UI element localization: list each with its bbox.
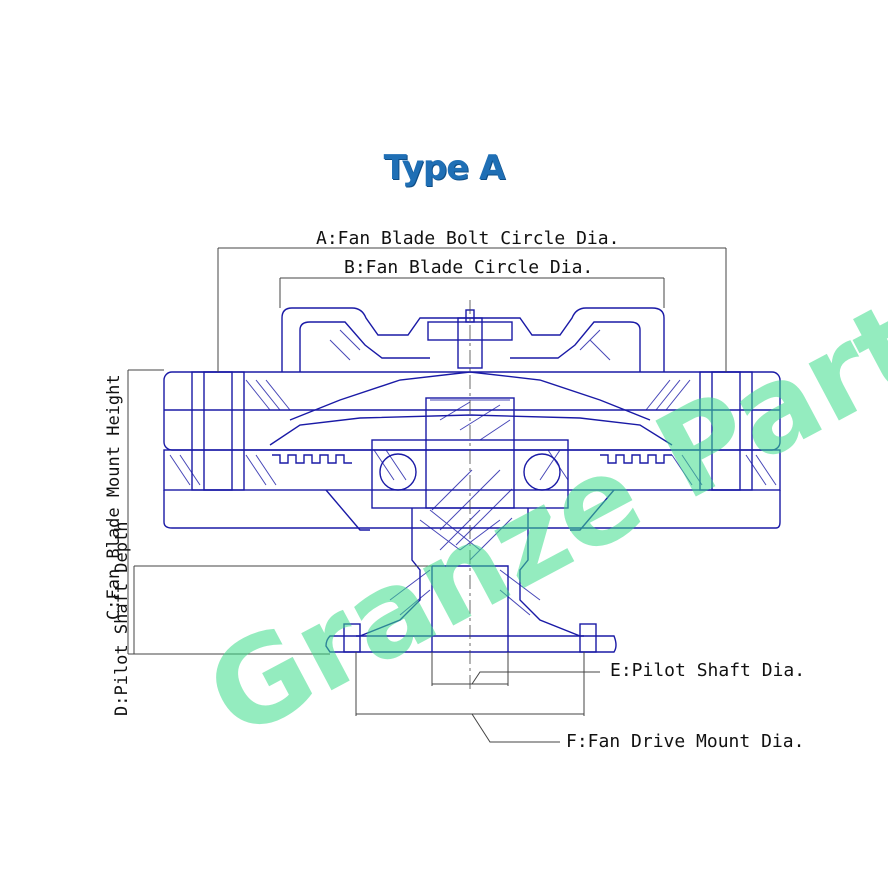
section-hatching xyxy=(169,329,777,616)
label-e-pilot-shaft: E:Pilot Shaft Dia. xyxy=(610,660,806,681)
label-f-drive-mount: F:Fan Drive Mount Dia. xyxy=(566,731,805,752)
diagram-title: Type A xyxy=(383,148,506,188)
dimension-lines xyxy=(127,247,727,743)
label-b-blade-circle: B:Fan Blade Circle Dia. xyxy=(344,257,594,278)
label-a-bolt-circle: A:Fan Blade Bolt Circle Dia. xyxy=(316,228,620,249)
label-d-shaft-depth: D:Pilot Shaft Depth xyxy=(112,521,132,716)
drawing-outline xyxy=(163,307,781,653)
